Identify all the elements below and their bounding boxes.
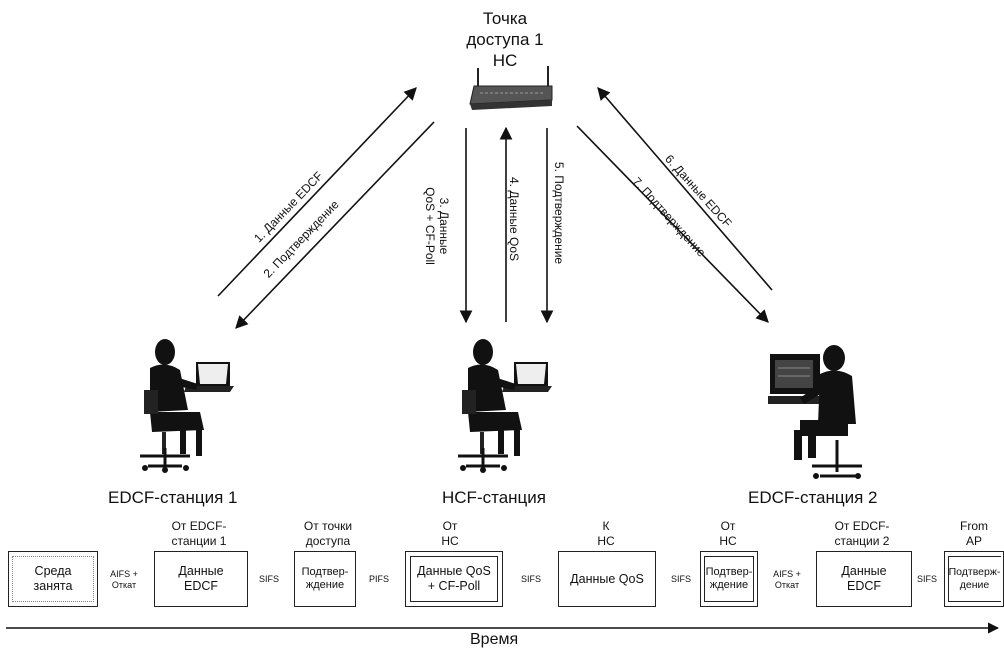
header-line: К: [602, 519, 610, 533]
ap-title-line3: HC: [492, 51, 518, 70]
box-medium-busy: Среда занята: [8, 551, 98, 607]
header-line: From: [960, 519, 988, 533]
time-axis-label: Время: [470, 631, 519, 648]
header-line: HC: [441, 534, 459, 548]
sep-line: AIFS +: [773, 569, 801, 579]
box-line: Подтверж-: [948, 566, 1001, 578]
header-from-hc-1: От HC: [420, 519, 480, 549]
box-line: EDCF: [183, 579, 219, 593]
station-edcf2-label: EDCF-станция 2: [748, 488, 878, 507]
box-line: занята: [33, 579, 73, 593]
arrow-3-label-line1: 3. Данные: [436, 197, 451, 255]
station-hcf-label: HCF-станция: [442, 488, 546, 507]
ap-title-line2: доступа 1: [466, 30, 544, 49]
box-qos-data: Данные QoS: [558, 551, 656, 607]
sep-line: Откат: [774, 580, 800, 590]
sep-line: Откат: [111, 580, 137, 590]
header-line: От: [442, 519, 458, 533]
box-line: Данные: [841, 564, 887, 578]
arrow-5-label: 5. Подтверждение: [552, 161, 567, 265]
ap-title-line1: Точка: [482, 9, 528, 28]
box-line: + CF-Poll: [427, 579, 481, 593]
header-line: От: [720, 519, 736, 533]
box-line: Данные: [178, 564, 224, 578]
box-inner: Среда занята: [12, 556, 94, 602]
station-edcf1-label: EDCF-станция 1: [108, 488, 238, 507]
sep-aifs-backoff-2: AIFS + Откат: [764, 569, 810, 591]
header-line: От точки: [303, 519, 353, 533]
box-inner: Подтверж- дение: [947, 556, 1001, 602]
box-line: Подтвер-: [705, 566, 753, 578]
access-point-title: Точка доступа 1 HC: [430, 8, 580, 71]
box-line: EDCF: [846, 579, 882, 593]
header-from-ap-en: From AP: [946, 519, 1002, 549]
header-from-edcf1: От EDCF- станции 1: [150, 519, 248, 549]
header-from-ap: От точки доступа: [292, 519, 364, 549]
person-at-computer-icon: [768, 345, 862, 479]
header-line: От EDCF-: [171, 519, 227, 533]
header-line: доступа: [305, 534, 351, 548]
header-line: От EDCF-: [834, 519, 890, 533]
box-ack-1: Подтвер- ждение: [294, 551, 356, 607]
header-from-hc-2: От HC: [698, 519, 758, 549]
box-line: ждение: [305, 579, 345, 591]
box-line: ждение: [709, 579, 749, 591]
arrow-6: [597, 87, 773, 291]
sep-line: AIFS +: [110, 569, 138, 579]
arrow-4-label: 4. Данные QoS: [507, 176, 522, 262]
person-icon: [458, 339, 552, 473]
person-icon: [140, 339, 234, 473]
access-point-device: [469, 66, 553, 110]
box-line: дение: [959, 579, 990, 591]
arrow-2: [235, 121, 435, 329]
header-to-hc: К HC: [576, 519, 636, 549]
box-inner: Данные QoS + CF-Poll: [410, 556, 498, 602]
box-inner: Подтвер- ждение: [704, 556, 754, 602]
sep-pifs: PIFS: [368, 574, 389, 584]
arrow-3-label-line2: QoS + CF-Poll: [422, 187, 437, 265]
sep-sifs-1: SIFS: [258, 574, 279, 584]
header-line: HC: [719, 534, 737, 548]
box-line: Среда: [34, 564, 72, 578]
sep-sifs-2: SIFS: [520, 574, 541, 584]
arrow-3-label: 3. Данные QoS + CF-Poll: [423, 187, 451, 265]
sep-aifs-backoff-1: AIFS + Откат: [100, 569, 148, 591]
box-qos-cfpoll: Данные QoS + CF-Poll: [405, 551, 503, 607]
sep-sifs-4: SIFS: [916, 574, 937, 584]
header-line: AP: [965, 534, 982, 548]
box-line: Данные QoS: [417, 564, 491, 578]
sep-sifs-3: SIFS: [670, 574, 691, 584]
box-edcf-data-2: Данные EDCF: [816, 551, 912, 607]
box-edcf-data-1: Данные EDCF: [154, 551, 248, 607]
box-line: Подтвер-: [301, 566, 349, 578]
header-line: станции 1: [171, 534, 227, 548]
header-line: станции 2: [834, 534, 890, 548]
header-line: HC: [597, 534, 615, 548]
box-ack-3: Подтверж- дение: [944, 551, 1004, 607]
header-from-edcf2: От EDCF- станции 2: [812, 519, 912, 549]
arrow-1: [217, 87, 417, 297]
arrow-7: [576, 125, 769, 323]
box-ack-2: Подтвер- ждение: [700, 551, 758, 607]
